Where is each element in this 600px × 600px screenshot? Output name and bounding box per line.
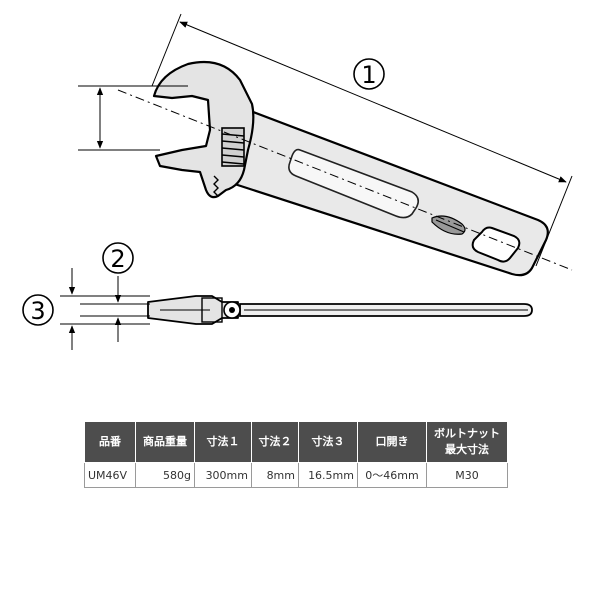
header-weight: 商品重量 [135,421,195,463]
wrench-dimension-diagram: 1 2 3 [22,13,573,350]
wrench-top-view [152,60,549,277]
dimension-1-label: 1 [361,61,376,89]
worm-gear [221,127,245,167]
cell-dimension-3: 16.5mm [298,462,358,488]
wrench-jaw [171,95,211,151]
wrench-end-hole [471,226,521,263]
cell-max-bolt-nut: M30 [426,462,508,488]
header-dimension-2: 寸法２ [251,421,299,463]
dimension-1: 1 [151,13,573,267]
cell-dimension-1: 300mm [194,462,252,488]
spec-table-header-row: 品番 商品重量 寸法１ 寸法２ 寸法３ 口開き ボルトナット 最大寸法 [84,421,508,463]
header-max-bolt-nut: ボルトナット 最大寸法 [426,421,508,463]
cell-weight: 580g [135,462,195,488]
dimension-3: 3 [22,268,76,350]
cell-jaw-opening: 0～46mm [357,462,427,488]
table-row: UM46V 580g 300mm 8mm 16.5mm 0～46mm M30 [84,462,508,488]
header-jaw-opening: 口開き [357,421,427,463]
dimension-3-label: 3 [30,297,45,325]
cell-dimension-2: 8mm [251,462,299,488]
dimension-2: 2 [102,242,134,342]
spec-table: 品番 商品重量 寸法１ 寸法２ 寸法３ 口開き ボルトナット 最大寸法 UM46… [84,421,508,488]
wrench-side-view [147,295,533,325]
header-dimension-1: 寸法１ [194,421,252,463]
jaw-opening-dimension [78,85,188,151]
header-dimension-3: 寸法３ [298,421,358,463]
dimension-2-label: 2 [110,245,125,273]
header-part-number: 品番 [84,421,136,463]
cell-part-number: UM46V [84,462,136,488]
